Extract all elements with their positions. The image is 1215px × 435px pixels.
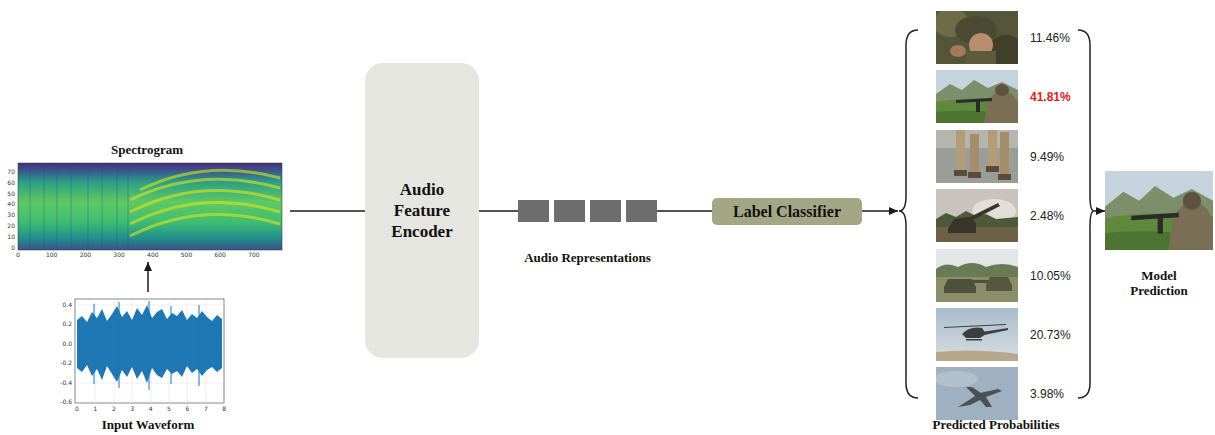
tick-label: 7 <box>204 406 208 412</box>
connector <box>290 210 365 212</box>
node-text: 20.73% <box>1030 328 1071 342</box>
spectrogram-panel: Spectrogram <box>4 142 290 262</box>
token-square <box>590 200 621 222</box>
node-text: Model Prediction <box>1117 268 1201 299</box>
tick-label: 0 <box>75 406 79 412</box>
tick-label: 0 <box>16 252 20 258</box>
class-probability: 11.46% <box>936 11 1076 64</box>
tick-label: -0.6 <box>60 399 72 405</box>
node-text: Input Waveform <box>102 417 195 433</box>
tick-label: 6 <box>185 406 189 412</box>
tick-label: 40 <box>7 201 15 207</box>
braces <box>899 30 1094 398</box>
tick-label: 10 <box>7 234 15 240</box>
spectrogram-frame <box>18 163 282 250</box>
node-text: Audio Representations <box>524 250 651 266</box>
representation-tokens <box>518 200 657 222</box>
tick-label: 400 <box>147 252 158 258</box>
left-brace <box>899 30 918 398</box>
thumbnail-image <box>934 367 1018 420</box>
node-text: 10.05% <box>1030 269 1071 283</box>
tick-label: -0.2 <box>60 360 72 366</box>
spectrogram-image <box>18 163 282 250</box>
thumbnail-image <box>936 130 1018 183</box>
node-text: Audio Feature Encoder <box>373 179 471 243</box>
tick-label: 0.2 <box>62 321 72 327</box>
node-text: Label Classifier <box>733 203 841 221</box>
encoder-box: Audio Feature Encoder <box>365 63 479 358</box>
tick-label: 60 <box>7 180 15 186</box>
tick-label: 2 <box>112 406 116 412</box>
token-square <box>554 200 585 222</box>
node-text: 41.81% <box>1030 90 1071 104</box>
connector <box>147 262 149 292</box>
connector <box>479 210 518 212</box>
spectrogram-harmonics <box>130 170 280 236</box>
tick-label: 0 <box>11 245 15 251</box>
tick-label: 1 <box>93 406 97 412</box>
classifier-box: Label Classifier <box>712 198 862 225</box>
prediction-image <box>1105 171 1213 250</box>
tick-label: 0.4 <box>62 302 72 308</box>
node-text: Spectrogram <box>111 142 183 158</box>
tick-label: 20 <box>7 223 15 229</box>
waveform-plot <box>75 299 224 403</box>
spectrogram-striations <box>30 163 128 250</box>
plot-grid <box>75 299 224 403</box>
class-probability: 3.98% <box>936 367 1076 420</box>
node-text: 9.49% <box>1030 150 1064 164</box>
node-text: 2.48% <box>1030 209 1064 223</box>
tick-label: 300 <box>113 252 124 258</box>
token-square <box>518 200 549 222</box>
thumbnail-image <box>936 249 1018 302</box>
thumbnail-image <box>933 9 1024 67</box>
tick-label: 600 <box>214 252 225 258</box>
tick-label: 100 <box>46 252 57 258</box>
representation-group: Audio Representations <box>518 196 657 266</box>
tick-label: 70 <box>7 169 15 175</box>
class-probability: 2.48% <box>936 189 1076 242</box>
tick-label: 500 <box>181 252 192 258</box>
tick-label: 8 <box>222 406 226 412</box>
class-probability: 41.81% <box>936 70 1076 123</box>
tick-label: 50 <box>7 191 15 197</box>
tick-label: 4 <box>149 406 153 412</box>
connector <box>862 210 898 212</box>
tick-label: 200 <box>80 252 91 258</box>
thumbnail-image <box>936 308 1018 361</box>
thumbnail-image <box>936 189 1018 242</box>
node-text: Predicted Probabilities <box>933 417 1060 433</box>
tick-label: 30 <box>7 212 15 218</box>
tick-label: 700 <box>248 252 259 258</box>
plot-frame <box>75 299 224 403</box>
class-probability: 9.49% <box>936 130 1076 183</box>
probability-group: Predicted Probabilities 11.46% 41.81% 9.49%… <box>898 4 1094 433</box>
class-probability: 10.05% <box>936 249 1076 302</box>
tick-label: 3 <box>130 406 134 412</box>
waveform-panel: Input Waveform <box>55 292 241 433</box>
prediction-panel: Model Prediction <box>1105 171 1213 299</box>
node-text: 3.98% <box>1030 387 1064 401</box>
right-brace <box>1078 30 1094 398</box>
tick-label: 5 <box>167 406 171 412</box>
class-thumbnails <box>933 9 1024 420</box>
thumbnail-image <box>936 70 1018 123</box>
tick-label: 0.0 <box>62 341 72 347</box>
spectrogram-fill <box>18 163 282 250</box>
class-probability: 20.73% <box>936 308 1076 361</box>
token-square <box>626 200 657 222</box>
node-text: 11.46% <box>1030 31 1070 45</box>
tick-label: -0.4 <box>60 380 72 386</box>
connector <box>657 210 712 212</box>
connector <box>1094 210 1105 212</box>
waveform-spikes <box>94 301 199 390</box>
